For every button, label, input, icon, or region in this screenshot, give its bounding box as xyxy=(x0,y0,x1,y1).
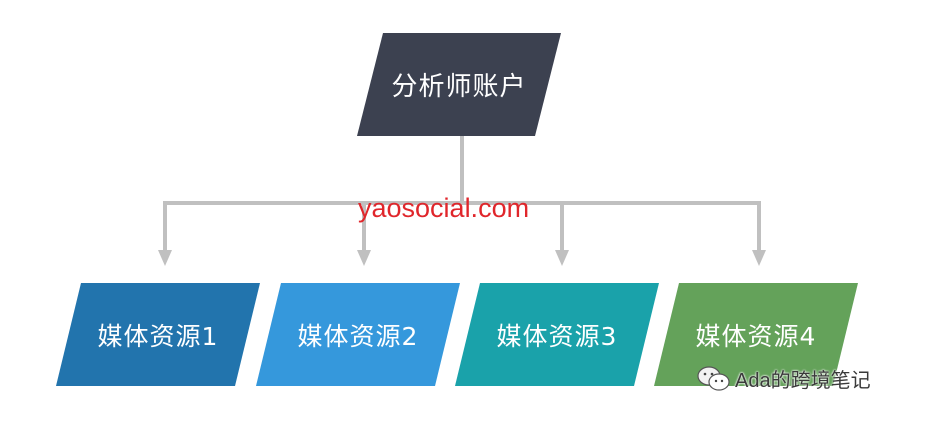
child-node-label: 媒体资源4 xyxy=(695,321,817,351)
root-node-analyst-account: 分析师账户 xyxy=(357,33,561,136)
arrow-down-icon xyxy=(555,250,569,266)
child-node-media-3: 媒体资源3 xyxy=(455,283,659,386)
child-node-media-4: 媒体资源4 xyxy=(654,283,858,386)
child-node-label: 媒体资源2 xyxy=(297,321,419,351)
child-node-media-2: 媒体资源2 xyxy=(256,283,460,386)
watermark-text: yaosocial.com xyxy=(358,193,530,223)
root-node-label: 分析师账户 xyxy=(391,72,527,102)
arrow-down-icon xyxy=(357,250,371,266)
footer-label: Ada的跨境笔记 xyxy=(735,370,871,392)
wechat-icon xyxy=(697,365,730,391)
arrow-down-icon xyxy=(158,250,172,266)
footer-attribution: Ada的跨境笔记 xyxy=(697,364,871,393)
child-node-label: 媒体资源1 xyxy=(97,321,219,351)
child-node-media-1: 媒体资源1 xyxy=(56,283,260,386)
arrow-down-icon xyxy=(752,250,766,266)
child-node-label: 媒体资源3 xyxy=(496,321,618,351)
